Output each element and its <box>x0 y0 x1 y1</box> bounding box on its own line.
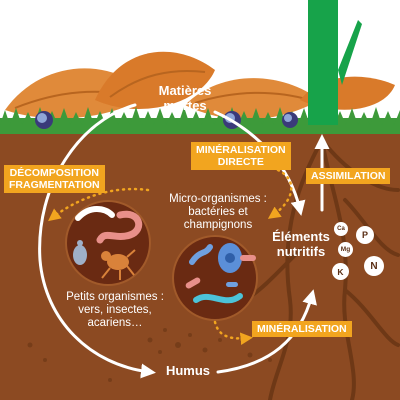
dead-matter-line-1: Matières <box>158 83 212 98</box>
small-organisms-line-2: acariens… <box>87 317 143 330</box>
nutrient-chip-mg: Mg <box>338 242 353 257</box>
nutrient-chip-ca: Ca <box>334 222 348 236</box>
tag-decomposition-line-1: DÉCOMPOSITION <box>9 167 99 179</box>
dead-leaves <box>5 51 395 120</box>
dotted-arrows <box>48 168 293 345</box>
nutrient-chip-p: P <box>356 226 374 244</box>
micro-detail-line-2: champignons <box>183 219 253 232</box>
small-organisms-label: Petits organismes : vers, insectes, acar… <box>55 291 175 331</box>
micro-title: Micro-organismes : <box>169 193 267 205</box>
tag-assimilation: ASSIMILATION <box>306 168 391 185</box>
tag-mineralisation: MINÉRALISATION <box>252 321 352 338</box>
nutrients-label: Éléments nutritifs <box>266 229 336 260</box>
tag-decomposition-line-2: FRAGMENTATION <box>9 179 100 192</box>
microorganism-circle <box>172 235 258 321</box>
micro-organisms-label: Micro-organismes : bactéries et champign… <box>158 193 278 233</box>
soil-fauna-circle <box>65 200 151 286</box>
tag-mineralisation-directe: MINÉRALISATION DIRECTE <box>191 142 291 171</box>
tag-mineralisation-directe-line-2: DIRECTE <box>217 156 264 169</box>
humus-label: Humus <box>165 363 211 378</box>
nutrients-line-1: Éléments <box>272 229 330 244</box>
soil-speckles <box>27 328 272 382</box>
tag-mineralisation-directe-line-1: MINÉRALISATION <box>196 144 286 156</box>
nutrient-chip-n: N <box>364 256 384 276</box>
small-organisms-title: Petits organismes : <box>66 291 164 303</box>
dead-matter-line-2: mortes <box>163 97 207 113</box>
tag-decomposition: DÉCOMPOSITION FRAGMENTATION <box>4 165 105 194</box>
nutrient-chip-k: K <box>332 263 349 280</box>
micro-detail-line-1: bactéries et <box>188 206 248 219</box>
dead-matter-label: Matières mortes <box>140 83 230 114</box>
plant-stem <box>308 0 362 125</box>
nutrients-line-2: nutritifs <box>276 243 326 259</box>
small-organisms-line-1: vers, insectes, <box>78 304 152 317</box>
